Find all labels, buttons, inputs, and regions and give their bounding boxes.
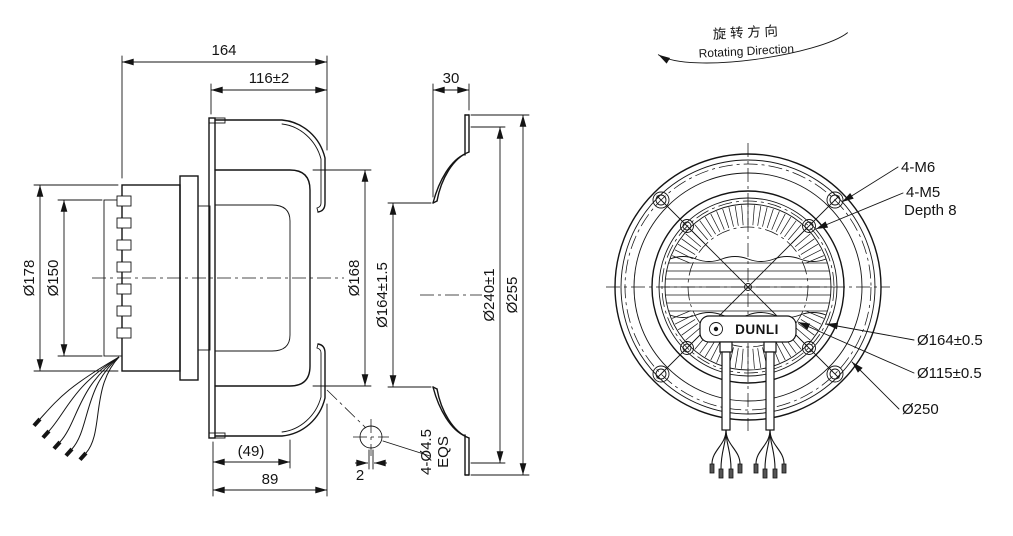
- bell-bottom-lip: [316, 343, 319, 349]
- break-line-top: [669, 256, 827, 262]
- bell-top-inner: [281, 123, 322, 209]
- brand-logo-icon: [709, 322, 723, 336]
- dim-bolt-circle-text: Ø240±1: [481, 268, 498, 321]
- break-line-bottom: [669, 312, 827, 318]
- label-od-250: Ø250: [851, 361, 939, 418]
- motor-neck: [197, 205, 211, 351]
- rotation-direction: 旋 转 方 向 Rotating Direction: [657, 23, 848, 64]
- dim-89-text: 89: [262, 471, 279, 488]
- dim-mount-depth-text: 116±2: [249, 70, 290, 87]
- rotor-cup: [214, 204, 291, 352]
- hub-center: [744, 283, 752, 291]
- dim-motor-od-text: Ø178: [21, 260, 38, 297]
- bell-bottom-inner: [281, 347, 322, 433]
- dim-motor-body-150: Ø150: [45, 199, 103, 357]
- bell-bottom-outer: [214, 343, 326, 437]
- motor-assembly: [32, 175, 211, 462]
- dim-mount-depth-116: 116±2: [210, 70, 327, 115]
- bolt-circle-164: [661, 200, 835, 374]
- cable-conductors: [709, 429, 787, 479]
- dim-overall-164: 164: [121, 42, 328, 179]
- dim-holes-text: 4-Ø4.5: [418, 429, 435, 475]
- detail-leader: [326, 389, 367, 429]
- dim-throat-text: Ø164±1.5: [374, 262, 391, 328]
- label-m5: 4-M5 Depth 8: [815, 184, 957, 230]
- brand-logo-text: DUNLI: [735, 322, 779, 337]
- cable-left: [721, 351, 731, 431]
- inlet-bell-mounted: [214, 119, 326, 437]
- dim-impeller-inlet-text: Ø168: [346, 260, 363, 297]
- dim-ref-49: (49): [212, 439, 291, 497]
- cable-right: [765, 351, 775, 431]
- rotation-label-cn: 旋 转 方 向: [712, 23, 778, 41]
- dim-throat-164: Ø164±1.5: [374, 202, 432, 388]
- inlet-ring-profile: [432, 114, 470, 476]
- label-bc-115-text: Ø115±0.5: [917, 365, 982, 382]
- m6-holes: [652, 191, 844, 383]
- dim-89: 89: [213, 403, 328, 497]
- motor-lead-wires: [32, 356, 120, 462]
- label-m5-depth-text: Depth 8: [904, 202, 957, 219]
- bell-top-lip: [316, 207, 319, 213]
- logo-plate: [699, 315, 797, 343]
- dim-motor-body-text: Ø150: [45, 260, 62, 297]
- dim-bolt-circle-240: Ø240±1: [470, 126, 506, 464]
- dim-motor-od-178: Ø178: [21, 184, 119, 372]
- dim-impeller-inlet-168: Ø168: [312, 169, 372, 387]
- inlet-ring-section-view: 30 Ø164±1.5 Ø240±1 Ø255: [374, 70, 530, 476]
- dim-ring-depth-text: 30: [443, 70, 460, 87]
- label-m5-text: 4-M5: [906, 184, 940, 201]
- dim-edge-text: 2: [356, 467, 364, 484]
- dim-ref-text: (49): [238, 443, 265, 460]
- label-bc-115: Ø115±0.5: [797, 321, 982, 382]
- hole-note-leader: [382, 440, 431, 457]
- label-bc-164-text: Ø164±0.5: [917, 332, 983, 349]
- label-m6-text: 4-M6: [901, 159, 935, 176]
- dim-holes-note-text: EQS: [435, 436, 452, 468]
- impeller-cup: [214, 169, 311, 387]
- label-m6: 4-M6: [841, 159, 935, 203]
- rotation-arrow: [657, 32, 848, 64]
- power-cables: [709, 341, 787, 479]
- front-view: DUNLI 4-M6 4-M5 Depth 8 Ø164±0.5 Ø115±0.…: [606, 143, 983, 479]
- bolt-circle-115: [687, 226, 809, 348]
- cable-gland-left: [719, 341, 733, 353]
- m5-holes: [680, 219, 816, 355]
- label-od-250-text: Ø250: [902, 401, 939, 418]
- dim-ring-od-255: Ø255: [470, 114, 530, 476]
- mounting-hole-detail: 2 4-Ø4.5 EQS: [326, 389, 452, 484]
- brand-plate: DUNLI: [699, 315, 797, 343]
- motor-terminal-blocks: [116, 195, 132, 339]
- dim-ring-od-text: Ø255: [504, 277, 521, 314]
- dim-ring-depth-30: 30: [432, 70, 470, 198]
- rotation-label-en: Rotating Direction: [698, 42, 794, 61]
- cable-gland-right: [763, 341, 777, 353]
- impeller-section: [214, 169, 311, 387]
- side-section-view: 2 4-Ø4.5 EQS 164 116±2 Ø178: [21, 42, 452, 497]
- bell-top-outer: [214, 119, 326, 213]
- bolt-circle-240: [624, 163, 872, 411]
- dim-overall-text: 164: [211, 42, 236, 59]
- label-bc-164: Ø164±0.5: [825, 322, 983, 349]
